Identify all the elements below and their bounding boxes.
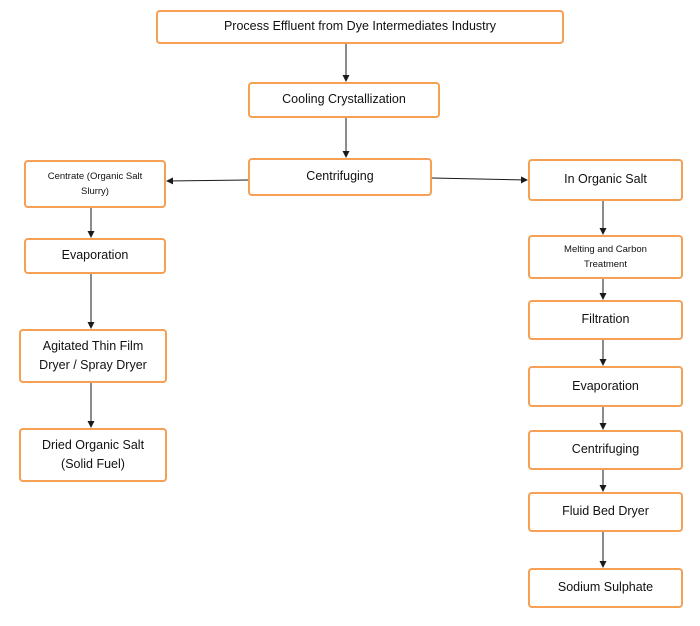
node-centrifuging-right: Centrifuging <box>528 430 683 470</box>
node-inorganic-salt: In Organic Salt <box>528 159 683 201</box>
node-filtration: Filtration <box>528 300 683 340</box>
node-centrate: Centrate (Organic Salt Slurry) <box>24 160 166 208</box>
node-fluid-bed-dryer: Fluid Bed Dryer <box>528 492 683 532</box>
node-thin-film-dryer: Agitated Thin Film Dryer / Spray Dryer <box>19 329 167 383</box>
arrow-centrifuging_main-to-centrate <box>166 177 249 185</box>
node-cooling-crystallization: Cooling Crystallization <box>248 82 440 118</box>
node-melting-carbon-treatment: Melting and Carbon Treatment <box>528 235 683 279</box>
node-centrifuging-main: Centrifuging <box>248 158 432 196</box>
node-sodium-sulphate: Sodium Sulphate <box>528 568 683 608</box>
node-process-effluent: Process Effluent from Dye Intermediates … <box>156 10 564 44</box>
node-dried-organic-salt: Dried Organic Salt (Solid Fuel) <box>19 428 167 482</box>
node-evaporation-left: Evaporation <box>24 238 166 274</box>
node-evaporation-right: Evaporation <box>528 366 683 407</box>
arrow-centrifuging_main-to-inorganic_salt <box>431 176 528 184</box>
